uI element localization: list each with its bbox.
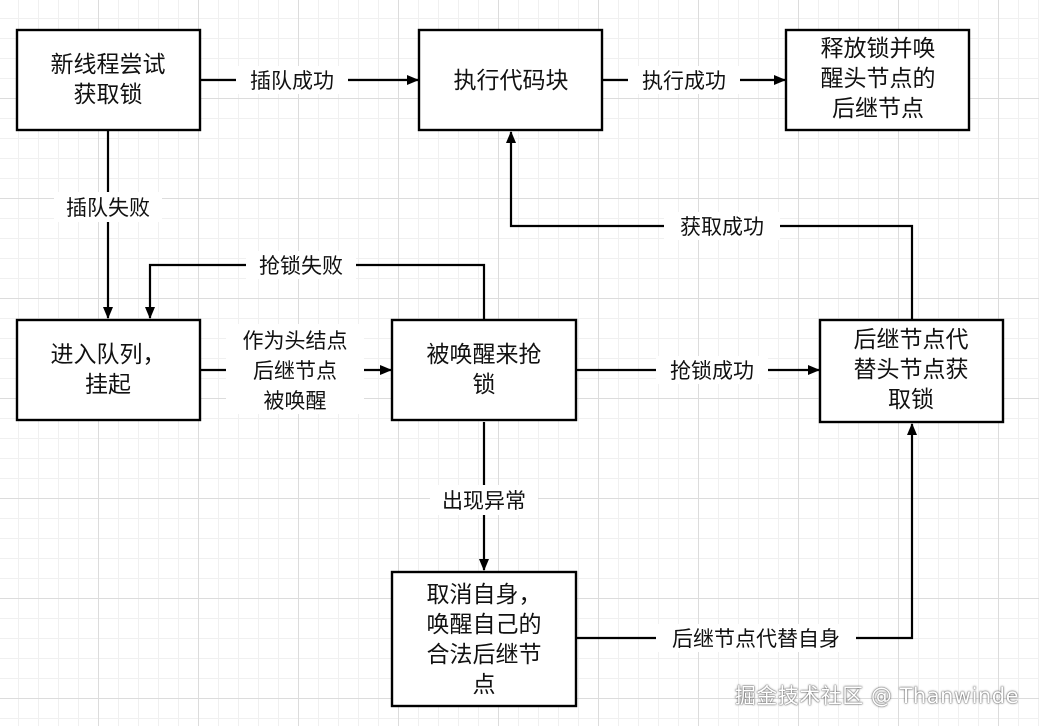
node-release-lock-line-1: 释放锁并唤 (821, 36, 936, 62)
edge-exception: 出现异常 (430, 422, 538, 571)
node-successor-acquire-line-2: 替头节点获 (854, 357, 969, 383)
edge-label-execute-success: 执行成功 (642, 69, 726, 93)
node-execute-block: 执行代码块 (417, 28, 604, 132)
node-new-thread-line-1: 新线程尝试 (51, 52, 166, 78)
edge-label-woken-line-2: 后继节点 (253, 359, 337, 383)
edge-label-cut-in-fail: 插队失败 (66, 196, 150, 220)
node-execute-block-label: 执行代码块 (454, 68, 569, 94)
node-woken-grab: 被唤醒来抢 锁 (390, 318, 578, 422)
node-successor-acquire-line-1: 后继节点代 (854, 327, 969, 353)
node-enter-queue-line-2: 挂起 (85, 372, 131, 398)
node-cancel-self-line-2: 唤醒自己的 (427, 612, 542, 638)
edge-successor-replaces-self: 后继节点代替自身 (576, 423, 917, 652)
edge-label-grab-fail: 抢锁失败 (259, 254, 343, 278)
node-release-lock-line-3: 后继节点 (832, 96, 924, 122)
edge-cut-in-fail: 插队失败 (54, 130, 162, 319)
node-woken-grab-line-2: 锁 (473, 372, 496, 398)
edge-acquire-success: 获取成功 (506, 131, 914, 320)
node-woken-grab-line-1: 被唤醒来抢 (427, 342, 542, 368)
edge-grab-fail: 抢锁失败 (145, 251, 486, 320)
edge-woken-as-head-successor: 作为头结点 后继节点 被唤醒 (200, 324, 392, 414)
edge-label-woken-line-3: 被唤醒 (264, 389, 327, 413)
edge-label-acquire-success: 获取成功 (680, 215, 764, 239)
edge-label-successor-replaces-self: 后继节点代替自身 (672, 627, 840, 651)
node-cancel-self-line-3: 合法后继节 (427, 642, 542, 668)
node-release-lock-line-2: 醒头节点的 (821, 66, 936, 92)
edge-label-grab-success: 抢锁成功 (670, 359, 754, 383)
edge-label-exception: 出现异常 (442, 489, 526, 513)
edge-grab-success: 抢锁成功 (576, 356, 820, 384)
node-new-thread: 新线程尝试 获取锁 (15, 28, 202, 132)
node-cancel-self-line-4: 点 (473, 672, 496, 698)
node-successor-acquire-line-3: 取锁 (888, 387, 934, 413)
node-enter-queue: 进入队列， 挂起 (15, 318, 202, 422)
edge-cut-in-success: 插队成功 (200, 66, 419, 94)
node-new-thread-line-2: 获取锁 (74, 82, 143, 108)
edge-label-cut-in-success: 插队成功 (250, 69, 334, 93)
watermark: 掘金技术社区 @ Thanwinde (734, 684, 1019, 708)
node-cancel-self: 取消自身， 唤醒自己的 合法后继节 点 (390, 570, 578, 708)
node-successor-acquire: 后继节点代 替头节点获 取锁 (818, 318, 1005, 424)
node-release-lock: 释放锁并唤 醒头节点的 后继节点 (784, 28, 971, 132)
node-enter-queue-line-1: 进入队列， (51, 342, 166, 368)
edge-execute-success: 执行成功 (602, 66, 786, 94)
node-cancel-self-line-1: 取消自身， (427, 582, 542, 608)
edge-label-woken-line-1: 作为头结点 (243, 329, 348, 353)
